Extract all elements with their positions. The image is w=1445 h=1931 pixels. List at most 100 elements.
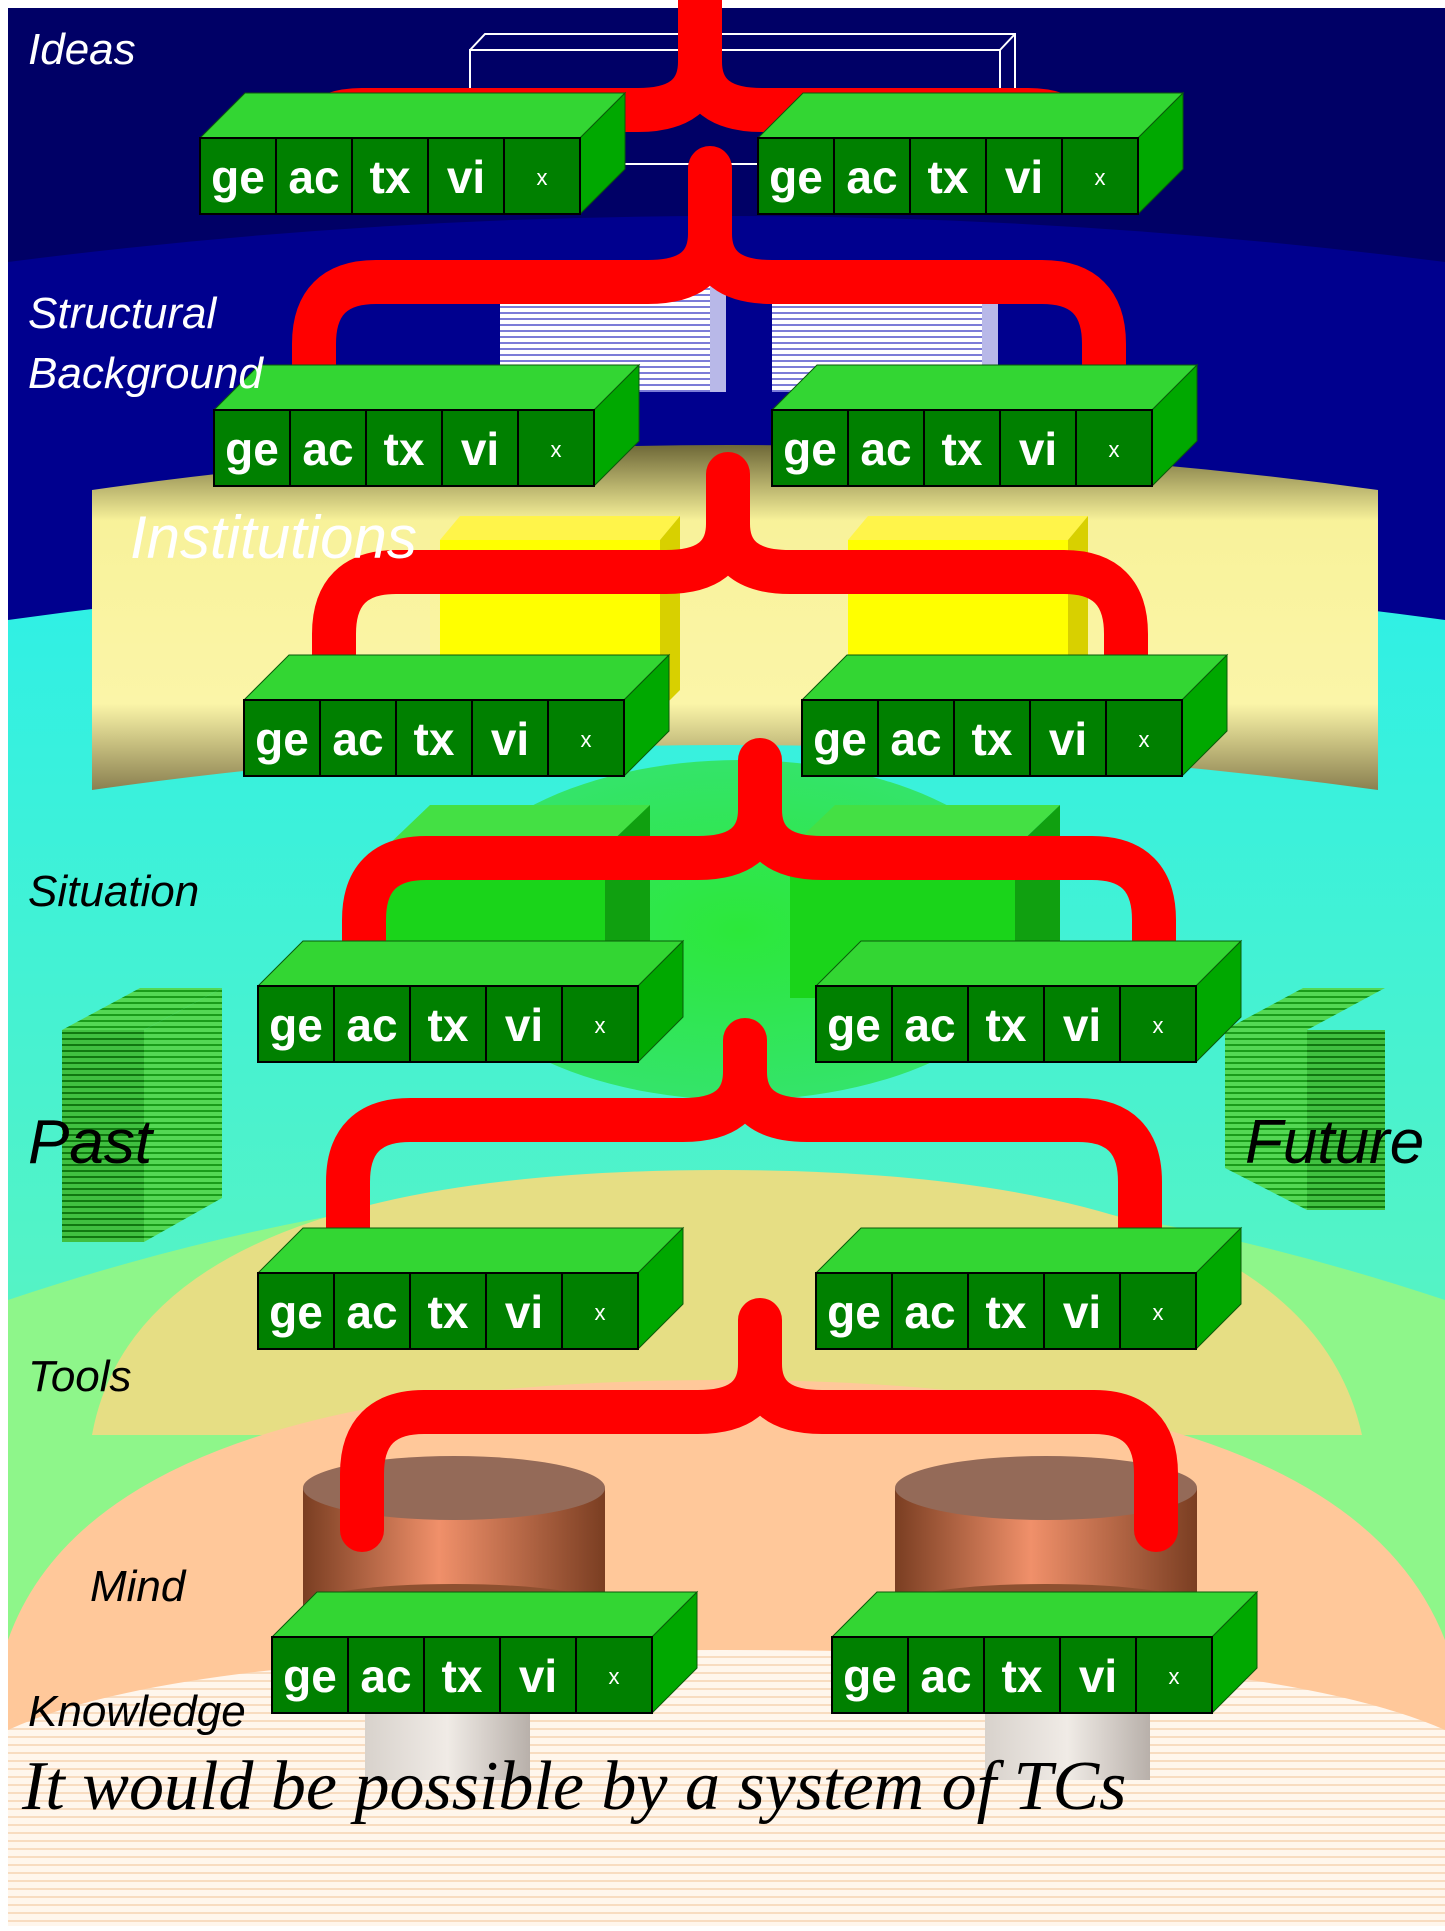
tc-box-top	[756, 92, 1185, 139]
tc-cell-label-x: x	[1095, 165, 1106, 190]
tc-cell-label-ge: ge	[225, 423, 279, 475]
tc-cell-1	[333, 1272, 411, 1350]
tc-cell-label-x: x	[1139, 727, 1150, 752]
tc-cell-label-tx: tx	[442, 1650, 483, 1702]
tc-cell-label-ac: ac	[920, 1650, 971, 1702]
tc-cell-label-ac: ac	[846, 151, 897, 203]
tc-cell-label-tx: tx	[928, 151, 969, 203]
tc-cell-label-ac: ac	[904, 999, 955, 1051]
tc-cell-0	[801, 699, 879, 777]
tc-cell-label-vi: vi	[505, 999, 543, 1051]
tc-cell-label-x: x	[581, 727, 592, 752]
tc-cell-label-ac: ac	[360, 1650, 411, 1702]
tc-box-top	[830, 1591, 1259, 1638]
tc-cell-4	[1119, 985, 1197, 1063]
tc-cell-1	[847, 409, 925, 487]
tc-cell-label-ge: ge	[769, 151, 823, 203]
tc-cell-label-ge: ge	[827, 999, 881, 1051]
label-background: Background	[28, 349, 263, 398]
knowledge-pillars	[365, 1712, 1150, 1780]
future-block	[1225, 988, 1385, 1210]
tc-cell-2	[923, 409, 1001, 487]
brace-layer	[278, 0, 1178, 1552]
tc-cell-label-tx: tx	[428, 1286, 469, 1338]
tc-cell-label-vi: vi	[1063, 999, 1101, 1051]
tc-cell-2	[967, 1272, 1045, 1350]
tc-cell-label-x: x	[1153, 1013, 1164, 1038]
tc-cell-1	[891, 985, 969, 1063]
tc-cell-label-ge: ge	[211, 151, 265, 203]
tc-cell-3	[427, 137, 505, 215]
past-block	[62, 988, 222, 1242]
tc-cell-1	[319, 699, 397, 777]
tc-box-top	[242, 654, 671, 701]
brace-6	[340, 1298, 1178, 1552]
label-mind: Mind	[90, 1562, 186, 1611]
tc-cell-4	[575, 1636, 653, 1714]
brace-4	[342, 738, 1176, 1000]
tc-cell-4	[547, 699, 625, 777]
tc-cell-label-tx: tx	[384, 423, 425, 475]
tc-cell-1	[347, 1636, 425, 1714]
tc-cell-label-ge: ge	[827, 1286, 881, 1338]
tc-cell-label-ac: ac	[302, 423, 353, 475]
label-structural: Structural	[28, 289, 217, 338]
tc-cell-3	[999, 409, 1077, 487]
tc-cell-label-ac: ac	[904, 1286, 955, 1338]
tc-cell-label-x: x	[551, 437, 562, 462]
tc-cell-0	[243, 699, 321, 777]
brace-3	[312, 452, 1148, 700]
tc-box-top	[256, 940, 685, 987]
tc-cell-1	[877, 699, 955, 777]
tc-cell-3	[485, 1272, 563, 1350]
tc-cell-label-vi: vi	[1063, 1286, 1101, 1338]
tc-cell-label-ac: ac	[860, 423, 911, 475]
tc-cell-4	[1105, 699, 1183, 777]
label-institutions: Institutions	[130, 504, 417, 571]
label-knowledge: Knowledge	[28, 1687, 246, 1736]
tc-cell-1	[833, 137, 911, 215]
tc-cell-label-vi: vi	[1019, 423, 1057, 475]
label-ideas: Ideas	[28, 25, 136, 74]
tc-box-top	[800, 654, 1229, 701]
tc-cell-label-x: x	[595, 1013, 606, 1038]
tc-cell-2	[983, 1636, 1061, 1714]
tc-cell-4	[561, 1272, 639, 1350]
tc-cell-label-vi: vi	[505, 1286, 543, 1338]
tc-cell-label-vi: vi	[461, 423, 499, 475]
tc-box-top	[814, 940, 1243, 987]
tc-cell-label-vi: vi	[519, 1650, 557, 1702]
tc-cell-3	[1029, 699, 1107, 777]
caption: It would be possible by a system of TCs	[22, 1748, 1127, 1825]
brace-5	[326, 1018, 1162, 1250]
tc-cell-label-vi: vi	[1079, 1650, 1117, 1702]
tc-cell-label-tx: tx	[972, 713, 1013, 765]
tc-cell-4	[517, 409, 595, 487]
label-tools: Tools	[28, 1352, 132, 1401]
tc-cell-label-tx: tx	[370, 151, 411, 203]
tc-cell-2	[953, 699, 1031, 777]
label-situation: Situation	[28, 867, 200, 916]
tc-cell-3	[1059, 1636, 1137, 1714]
tc-cell-2	[365, 409, 443, 487]
tc-cell-label-ge: ge	[255, 713, 309, 765]
tc-box-top	[198, 92, 627, 139]
tc-cell-label-ge: ge	[283, 1650, 337, 1702]
tc-box-top	[770, 364, 1199, 411]
brace-2	[292, 146, 1126, 408]
tc-cell-3	[1043, 1272, 1121, 1350]
tc-cell-0	[815, 1272, 893, 1350]
tc-cell-label-x: x	[595, 1300, 606, 1325]
label-future: Future	[1245, 1108, 1425, 1177]
